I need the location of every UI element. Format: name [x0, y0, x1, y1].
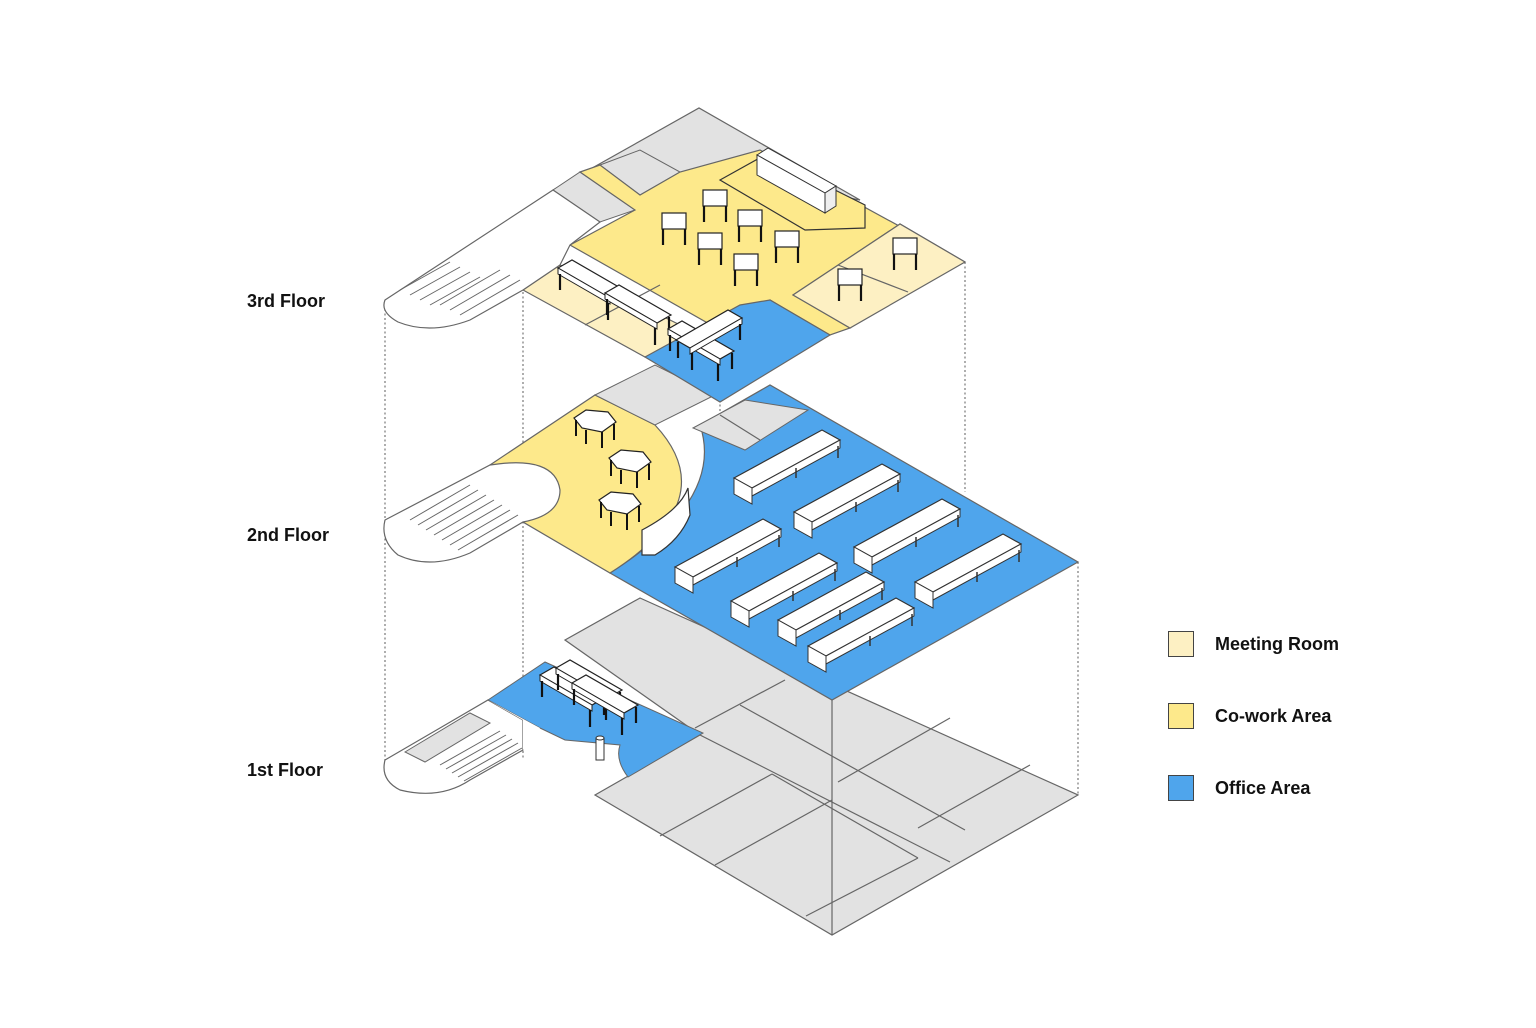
- legend-item-cowork-area: Co-work Area: [1168, 703, 1331, 729]
- legend-item-meeting-room: Meeting Room: [1168, 631, 1339, 657]
- legend-swatch-office-area: [1168, 775, 1194, 801]
- legend-label: Co-work Area: [1215, 705, 1332, 726]
- legend-label: Meeting Room: [1215, 633, 1339, 654]
- legend-item-office-area: Office Area: [1168, 775, 1310, 801]
- floor-plan-1st: [383, 597, 1080, 936]
- legend-label: Office Area: [1215, 777, 1311, 798]
- legend-swatch-cowork-area: [1168, 703, 1194, 729]
- curved-counter: [641, 487, 691, 556]
- storage-cabinet: [756, 147, 837, 214]
- floor-label-1st: 1st Floor: [247, 760, 324, 780]
- floor-label-3rd: 3rd Floor: [247, 291, 326, 311]
- column: [595, 735, 605, 761]
- floor-label-2nd: 2nd Floor: [247, 525, 329, 545]
- floor-plan-3rd: [383, 107, 967, 403]
- legend-swatch-meeting-room: [1168, 631, 1194, 657]
- floor-plan-2nd: [383, 364, 1080, 701]
